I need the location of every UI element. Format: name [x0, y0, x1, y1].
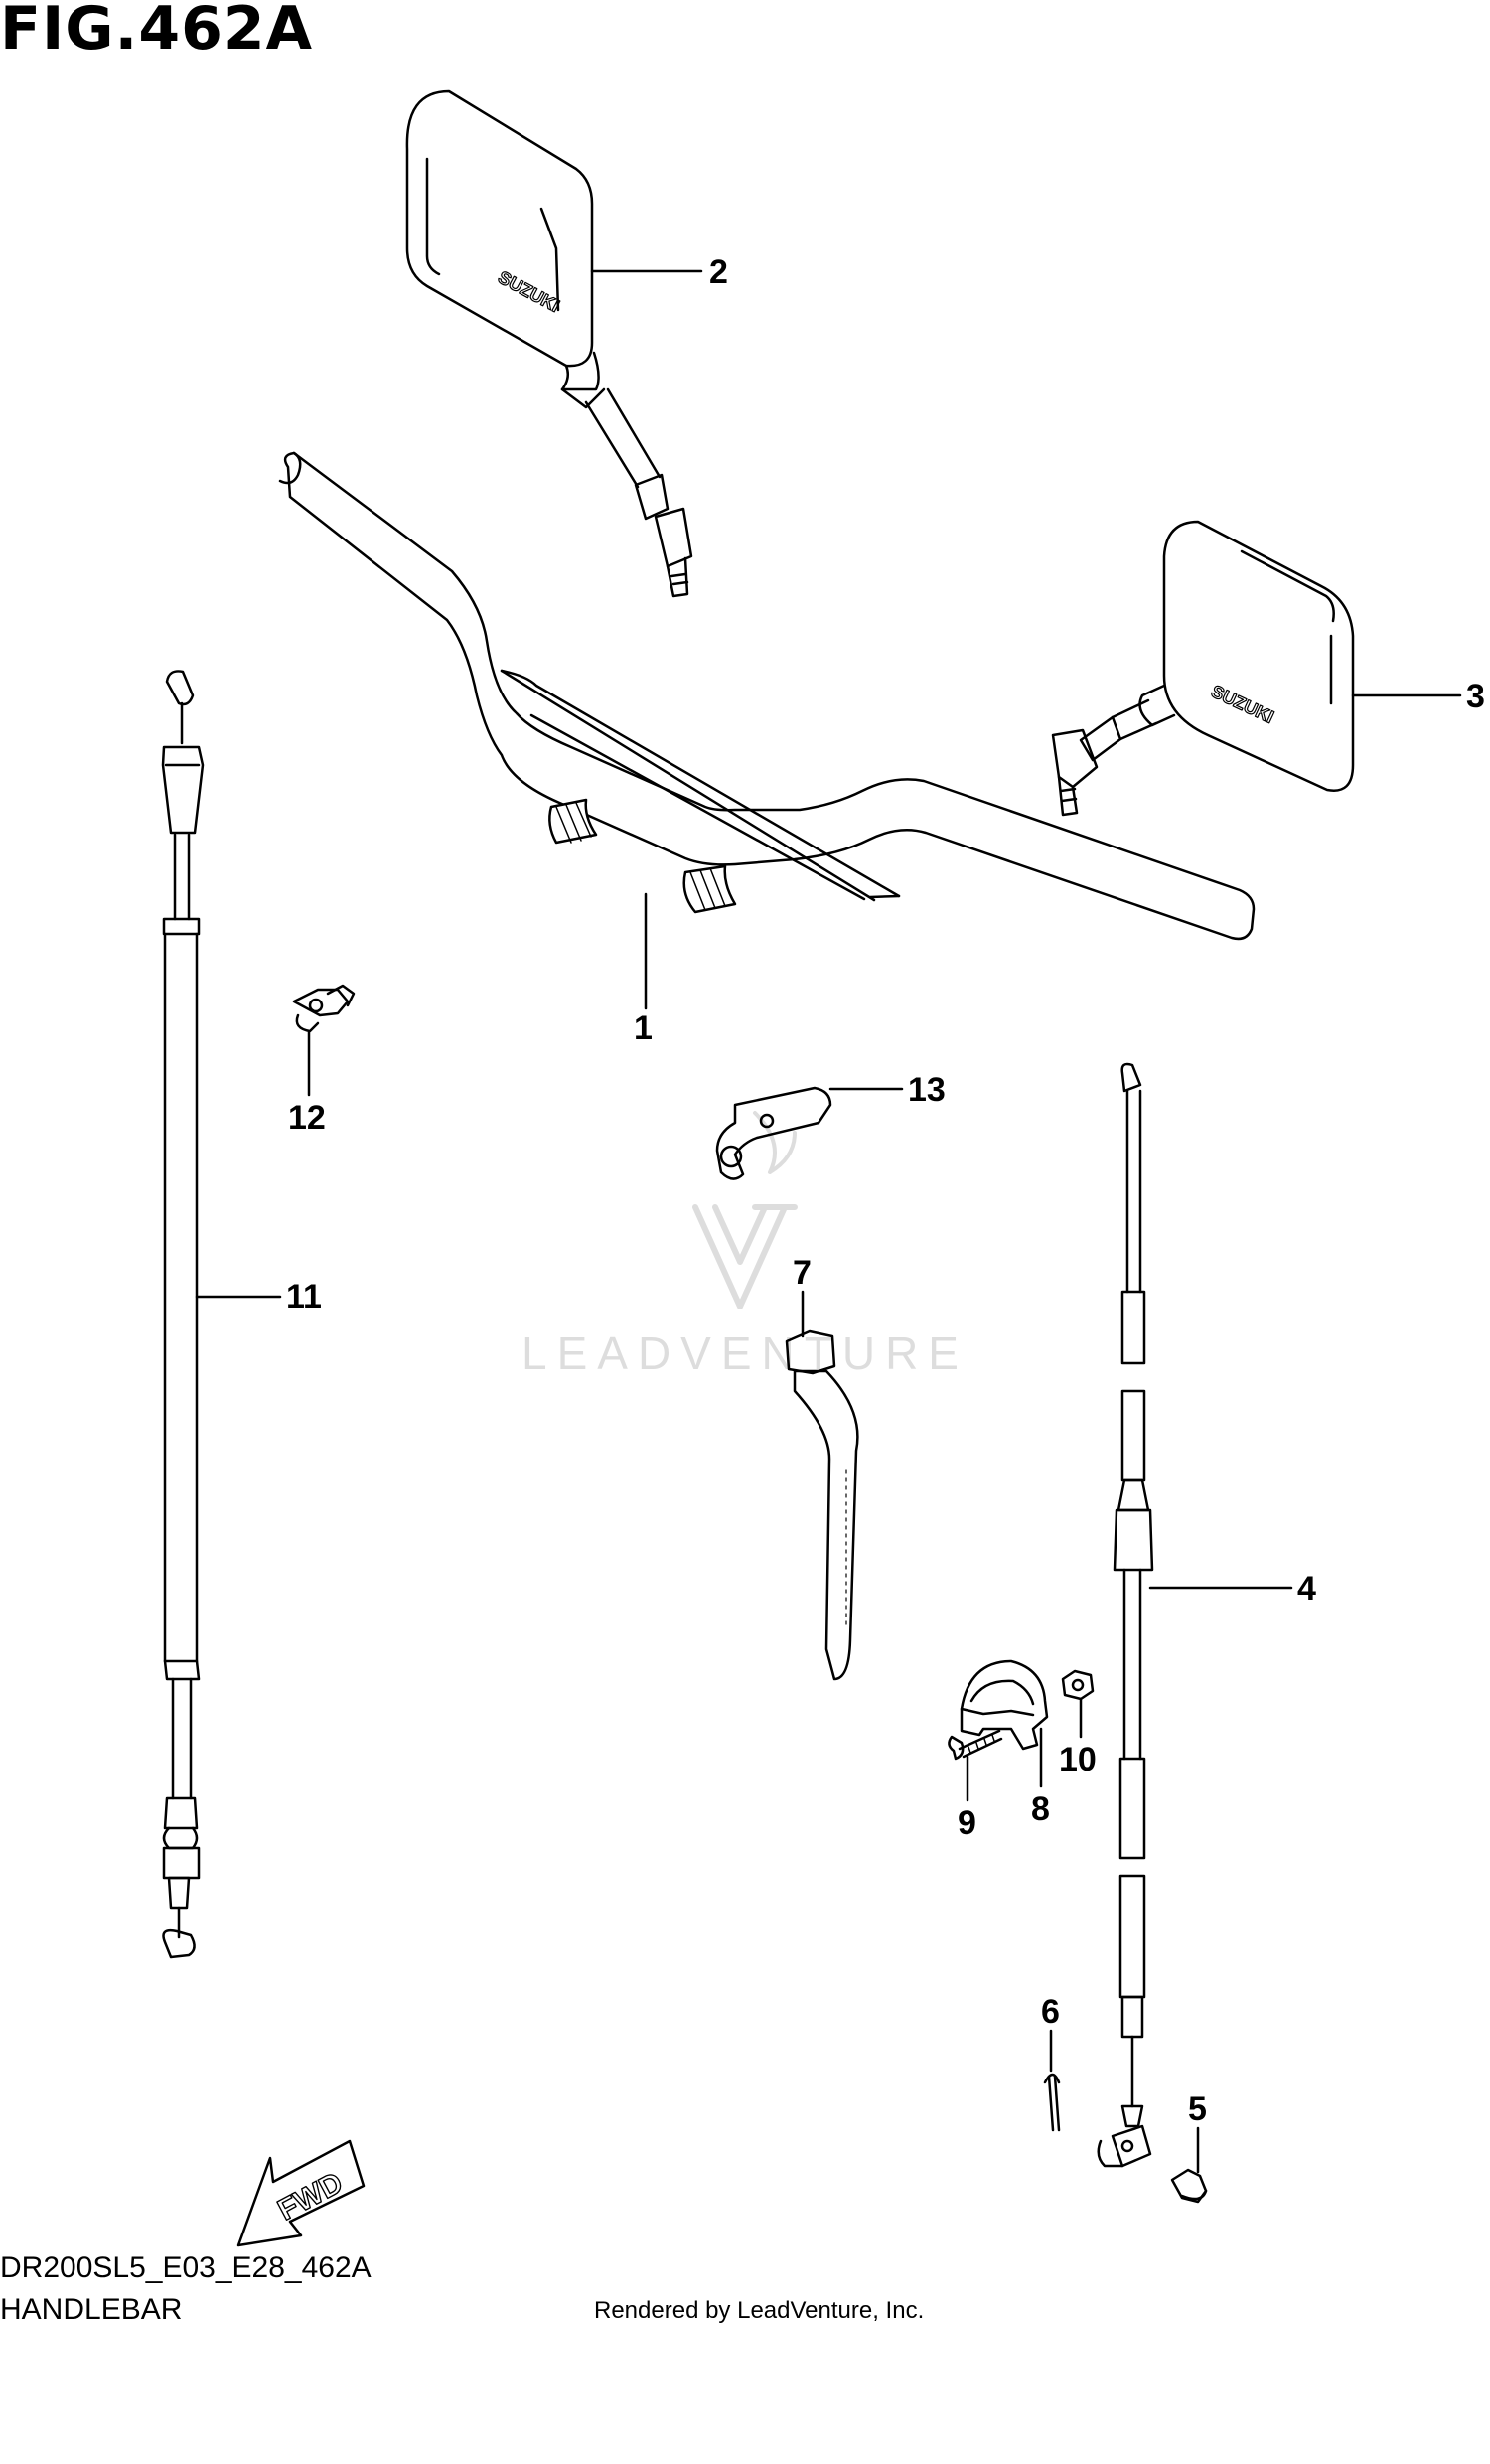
watermark-text: LEADVENTURE	[522, 1327, 968, 1379]
clutch-cable-right	[1097, 1062, 1154, 2168]
callout-6: 6	[1041, 1993, 1060, 2031]
callout-7: 7	[793, 1254, 812, 1292]
right-mirror: SUZUKI	[1051, 520, 1355, 817]
leadventure-watermark: LEADVENTURE	[522, 1111, 968, 1379]
callout-8: 8	[1031, 1790, 1050, 1828]
callout-2: 2	[709, 253, 728, 291]
cable-bracket	[715, 1086, 832, 1180]
callout-1: 1	[634, 1009, 653, 1047]
cable-clamp	[960, 1659, 1049, 1751]
right-mirror-logo: SUZUKI	[1208, 681, 1276, 726]
figure-title: FIG.462A	[0, 0, 314, 64]
callouts: 1 2 3 4 5 6 7 8 9 10 11 12 13	[286, 253, 1485, 2128]
figure-code: DR200SL5_E03_E28_462A	[0, 2251, 372, 2284]
callout-13: 13	[908, 1071, 946, 1109]
left-mirror-logo: SUZUKI	[495, 267, 563, 316]
callout-3: 3	[1466, 678, 1485, 715]
cable-tie	[785, 1329, 859, 1681]
section-name: HANDLEBAR	[0, 2293, 183, 2326]
callout-4: 4	[1297, 1570, 1316, 1608]
callout-11: 11	[286, 1278, 322, 1315]
handlebar	[278, 451, 1256, 941]
nut	[1061, 1669, 1095, 1701]
callout-9: 9	[958, 1804, 976, 1842]
clutch-cable-left	[161, 670, 205, 1959]
cable-clip	[292, 984, 356, 1033]
fwd-arrow: FWD	[236, 2139, 366, 2247]
cable-pin	[1170, 2168, 1208, 2204]
callout-10: 10	[1059, 1741, 1097, 1778]
footer-credit: Rendered by LeadVenture, Inc.	[594, 2297, 925, 2324]
callout-12: 12	[288, 1099, 326, 1137]
cotter-pin	[1043, 2073, 1061, 2132]
left-mirror: SUZUKI	[405, 89, 693, 598]
screw	[948, 1729, 1003, 1761]
callout-5: 5	[1188, 2090, 1207, 2128]
